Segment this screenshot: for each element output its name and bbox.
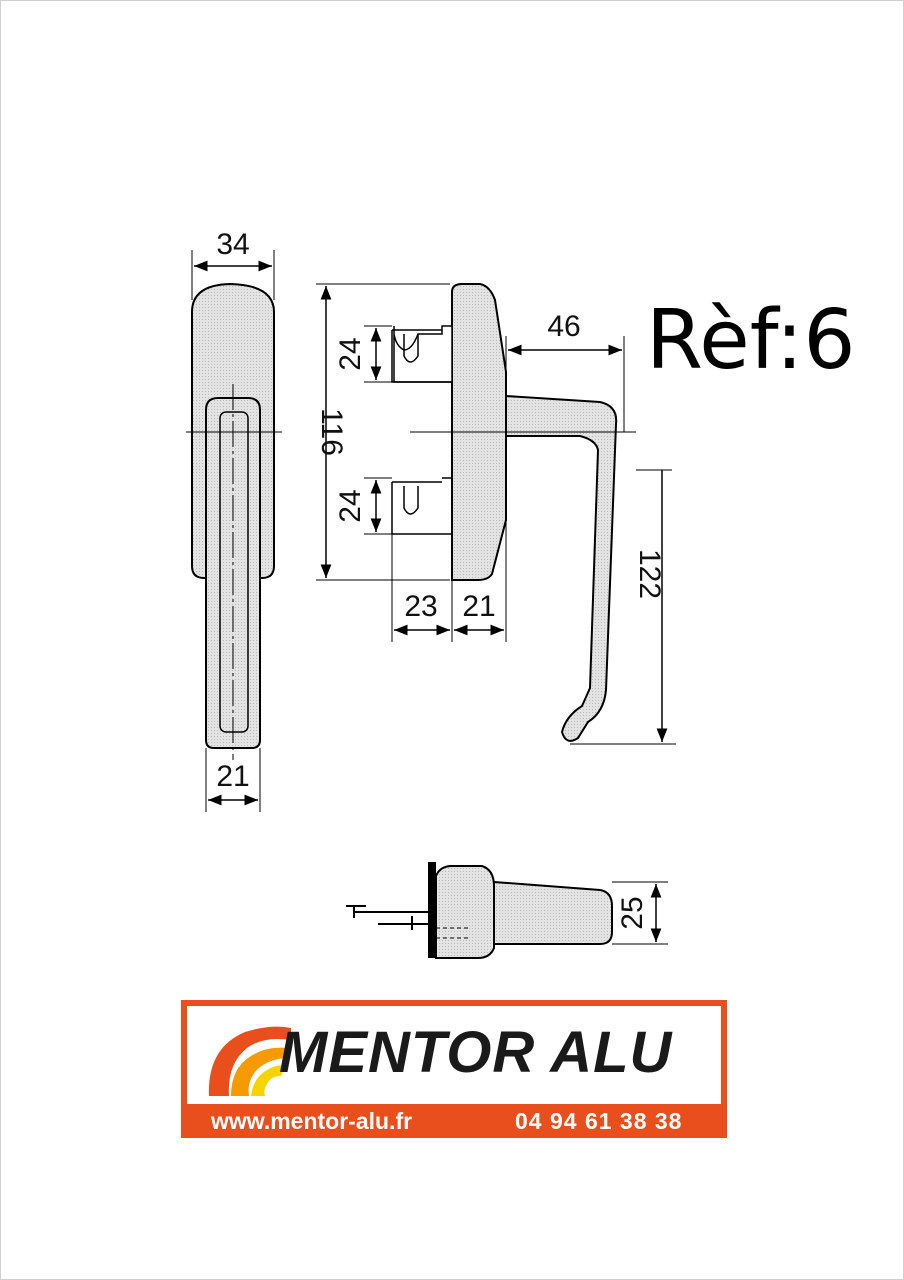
dim-label-21-bottom: 21 [216,760,249,793]
dim-label-34: 34 [216,228,249,261]
dim-label-46: 46 [547,310,580,343]
reference-label: Rèf:6 [646,293,856,388]
dim-label-122: 122 [633,549,666,599]
bottom-lever [493,880,613,945]
front-grip-groove [219,411,249,733]
bottom-base-plate [428,862,436,958]
dim-label-21-side: 21 [462,590,495,623]
bottom-view: 25 [346,862,668,959]
side-lever [505,394,618,742]
dim-label-24-lower: 24 [334,489,367,522]
brand-banner: MENTOR ALU www.mentor-alu.fr 04 94 61 38… [181,1000,727,1138]
side-view: 116 24 24 23 21 46 122 [315,283,676,745]
phone-number[interactable]: 04 94 61 38 38 [515,1108,683,1134]
brand-name: MENTOR ALU [279,1020,673,1085]
website-link[interactable]: www.mentor-alu.fr [211,1108,413,1134]
dim-label-25: 25 [616,896,649,929]
brand-logo-area: MENTOR ALU [187,1006,721,1104]
dim-label-24-upper: 24 [334,337,367,370]
dim-label-23: 23 [404,590,437,623]
front-view: 34 21 [186,228,282,812]
upper-spindle-slot [393,325,452,383]
swoosh-logo-icon [208,1026,291,1096]
dim-label-116: 116 [315,408,348,456]
